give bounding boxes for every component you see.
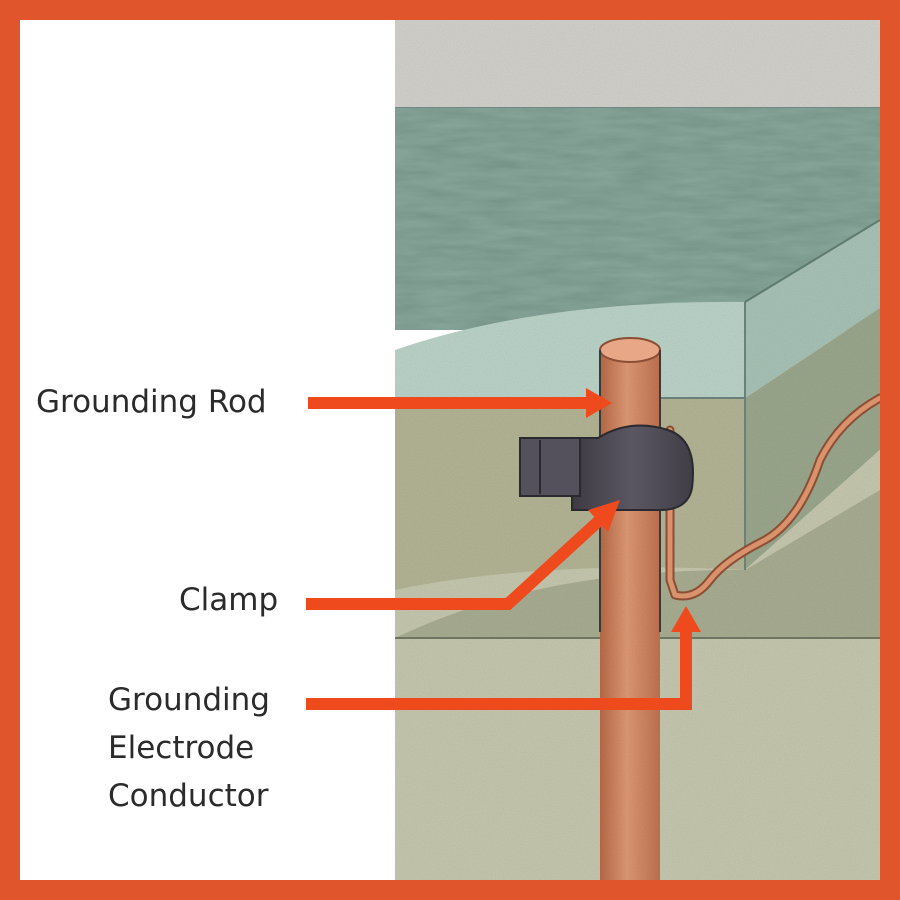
grounding-illustration — [306, 20, 880, 880]
label-gec-line3: Conductor — [108, 778, 269, 814]
arrow-grounding-rod — [308, 388, 612, 418]
label-gec-line1: Grounding — [108, 682, 270, 718]
label-gec-line2: Electrode — [108, 730, 255, 766]
clamp-bolt-block — [519, 437, 581, 497]
pit-right-wall — [745, 308, 880, 570]
label-grounding-rod: Grounding Rod — [36, 384, 267, 420]
label-grounding-electrode-conductor: Grounding Electrode Conductor — [108, 676, 270, 820]
block-edge-top — [744, 219, 880, 303]
concrete-layer — [395, 20, 880, 108]
diagram-panel: Grounding Rod Clamp Grounding Electrode … — [20, 20, 880, 880]
arrow-clamp — [306, 500, 620, 610]
conductor-wire-highlight — [667, 395, 880, 599]
rod-top — [599, 337, 661, 363]
clamp-body — [571, 424, 694, 511]
block-side-face — [745, 220, 880, 398]
label-clamp: Clamp — [179, 582, 279, 618]
arrow-electrode-conductor — [306, 606, 701, 710]
